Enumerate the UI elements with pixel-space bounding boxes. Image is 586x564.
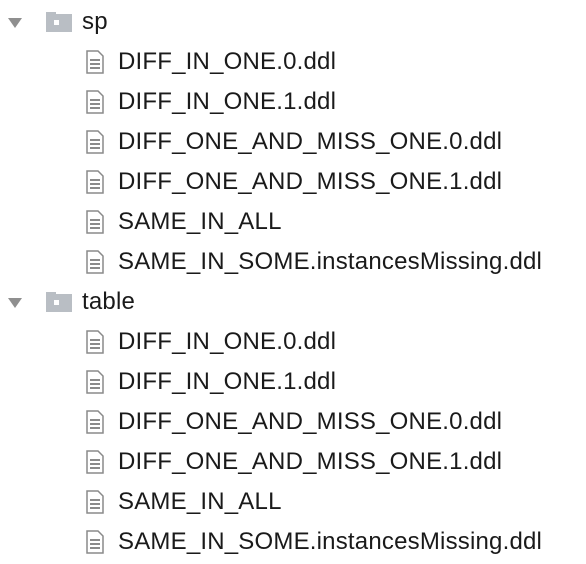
- tree-folder-table[interactable]: table: [0, 282, 586, 322]
- folder-icon: [46, 292, 72, 312]
- tree-file[interactable]: SAME_IN_SOME.instancesMissing.ddl: [0, 242, 586, 282]
- file-icon: [86, 50, 104, 74]
- folder-label: table: [82, 288, 136, 315]
- file-icon: [86, 410, 104, 434]
- file-label: DIFF_ONE_AND_MISS_ONE.1.ddl: [118, 168, 503, 195]
- tree-file[interactable]: DIFF_ONE_AND_MISS_ONE.0.ddl: [0, 402, 586, 442]
- folder-label: sp: [82, 8, 108, 35]
- file-label: SAME_IN_ALL: [118, 488, 282, 515]
- file-label: DIFF_IN_ONE.1.ddl: [118, 368, 337, 395]
- file-icon: [86, 130, 104, 154]
- file-label: DIFF_IN_ONE.1.ddl: [118, 88, 337, 115]
- tree-file[interactable]: DIFF_IN_ONE.1.ddl: [0, 82, 586, 122]
- file-icon: [86, 530, 104, 554]
- tree-file[interactable]: DIFF_IN_ONE.1.ddl: [0, 362, 586, 402]
- file-label: SAME_IN_SOME.instancesMissing.ddl: [118, 248, 543, 275]
- tree-file[interactable]: DIFF_ONE_AND_MISS_ONE.1.ddl: [0, 162, 586, 202]
- file-icon: [86, 210, 104, 234]
- tree-file[interactable]: DIFF_ONE_AND_MISS_ONE.0.ddl: [0, 122, 586, 162]
- tree-file[interactable]: SAME_IN_ALL: [0, 202, 586, 242]
- file-icon: [86, 90, 104, 114]
- tree-file[interactable]: DIFF_IN_ONE.0.ddl: [0, 42, 586, 82]
- tree-file[interactable]: SAME_IN_SOME.instancesMissing.ddl: [0, 522, 586, 562]
- folder-icon: [46, 12, 72, 32]
- file-label: DIFF_IN_ONE.0.ddl: [118, 48, 337, 75]
- chevron-down-icon[interactable]: [8, 18, 22, 28]
- file-label: SAME_IN_SOME.instancesMissing.ddl: [118, 528, 543, 555]
- file-icon: [86, 250, 104, 274]
- file-label: DIFF_ONE_AND_MISS_ONE.1.ddl: [118, 448, 503, 475]
- tree-folder-sp[interactable]: sp: [0, 2, 586, 42]
- file-label: DIFF_IN_ONE.0.ddl: [118, 328, 337, 355]
- tree-file[interactable]: DIFF_ONE_AND_MISS_ONE.1.ddl: [0, 442, 586, 482]
- tree-file[interactable]: SAME_IN_ALL: [0, 482, 586, 522]
- file-label: DIFF_ONE_AND_MISS_ONE.0.ddl: [118, 408, 503, 435]
- file-icon: [86, 170, 104, 194]
- file-icon: [86, 330, 104, 354]
- tree-file[interactable]: DIFF_IN_ONE.0.ddl: [0, 322, 586, 362]
- file-label: SAME_IN_ALL: [118, 208, 282, 235]
- chevron-down-icon[interactable]: [8, 298, 22, 308]
- file-label: DIFF_ONE_AND_MISS_ONE.0.ddl: [118, 128, 503, 155]
- file-icon: [86, 370, 104, 394]
- file-icon: [86, 490, 104, 514]
- file-icon: [86, 450, 104, 474]
